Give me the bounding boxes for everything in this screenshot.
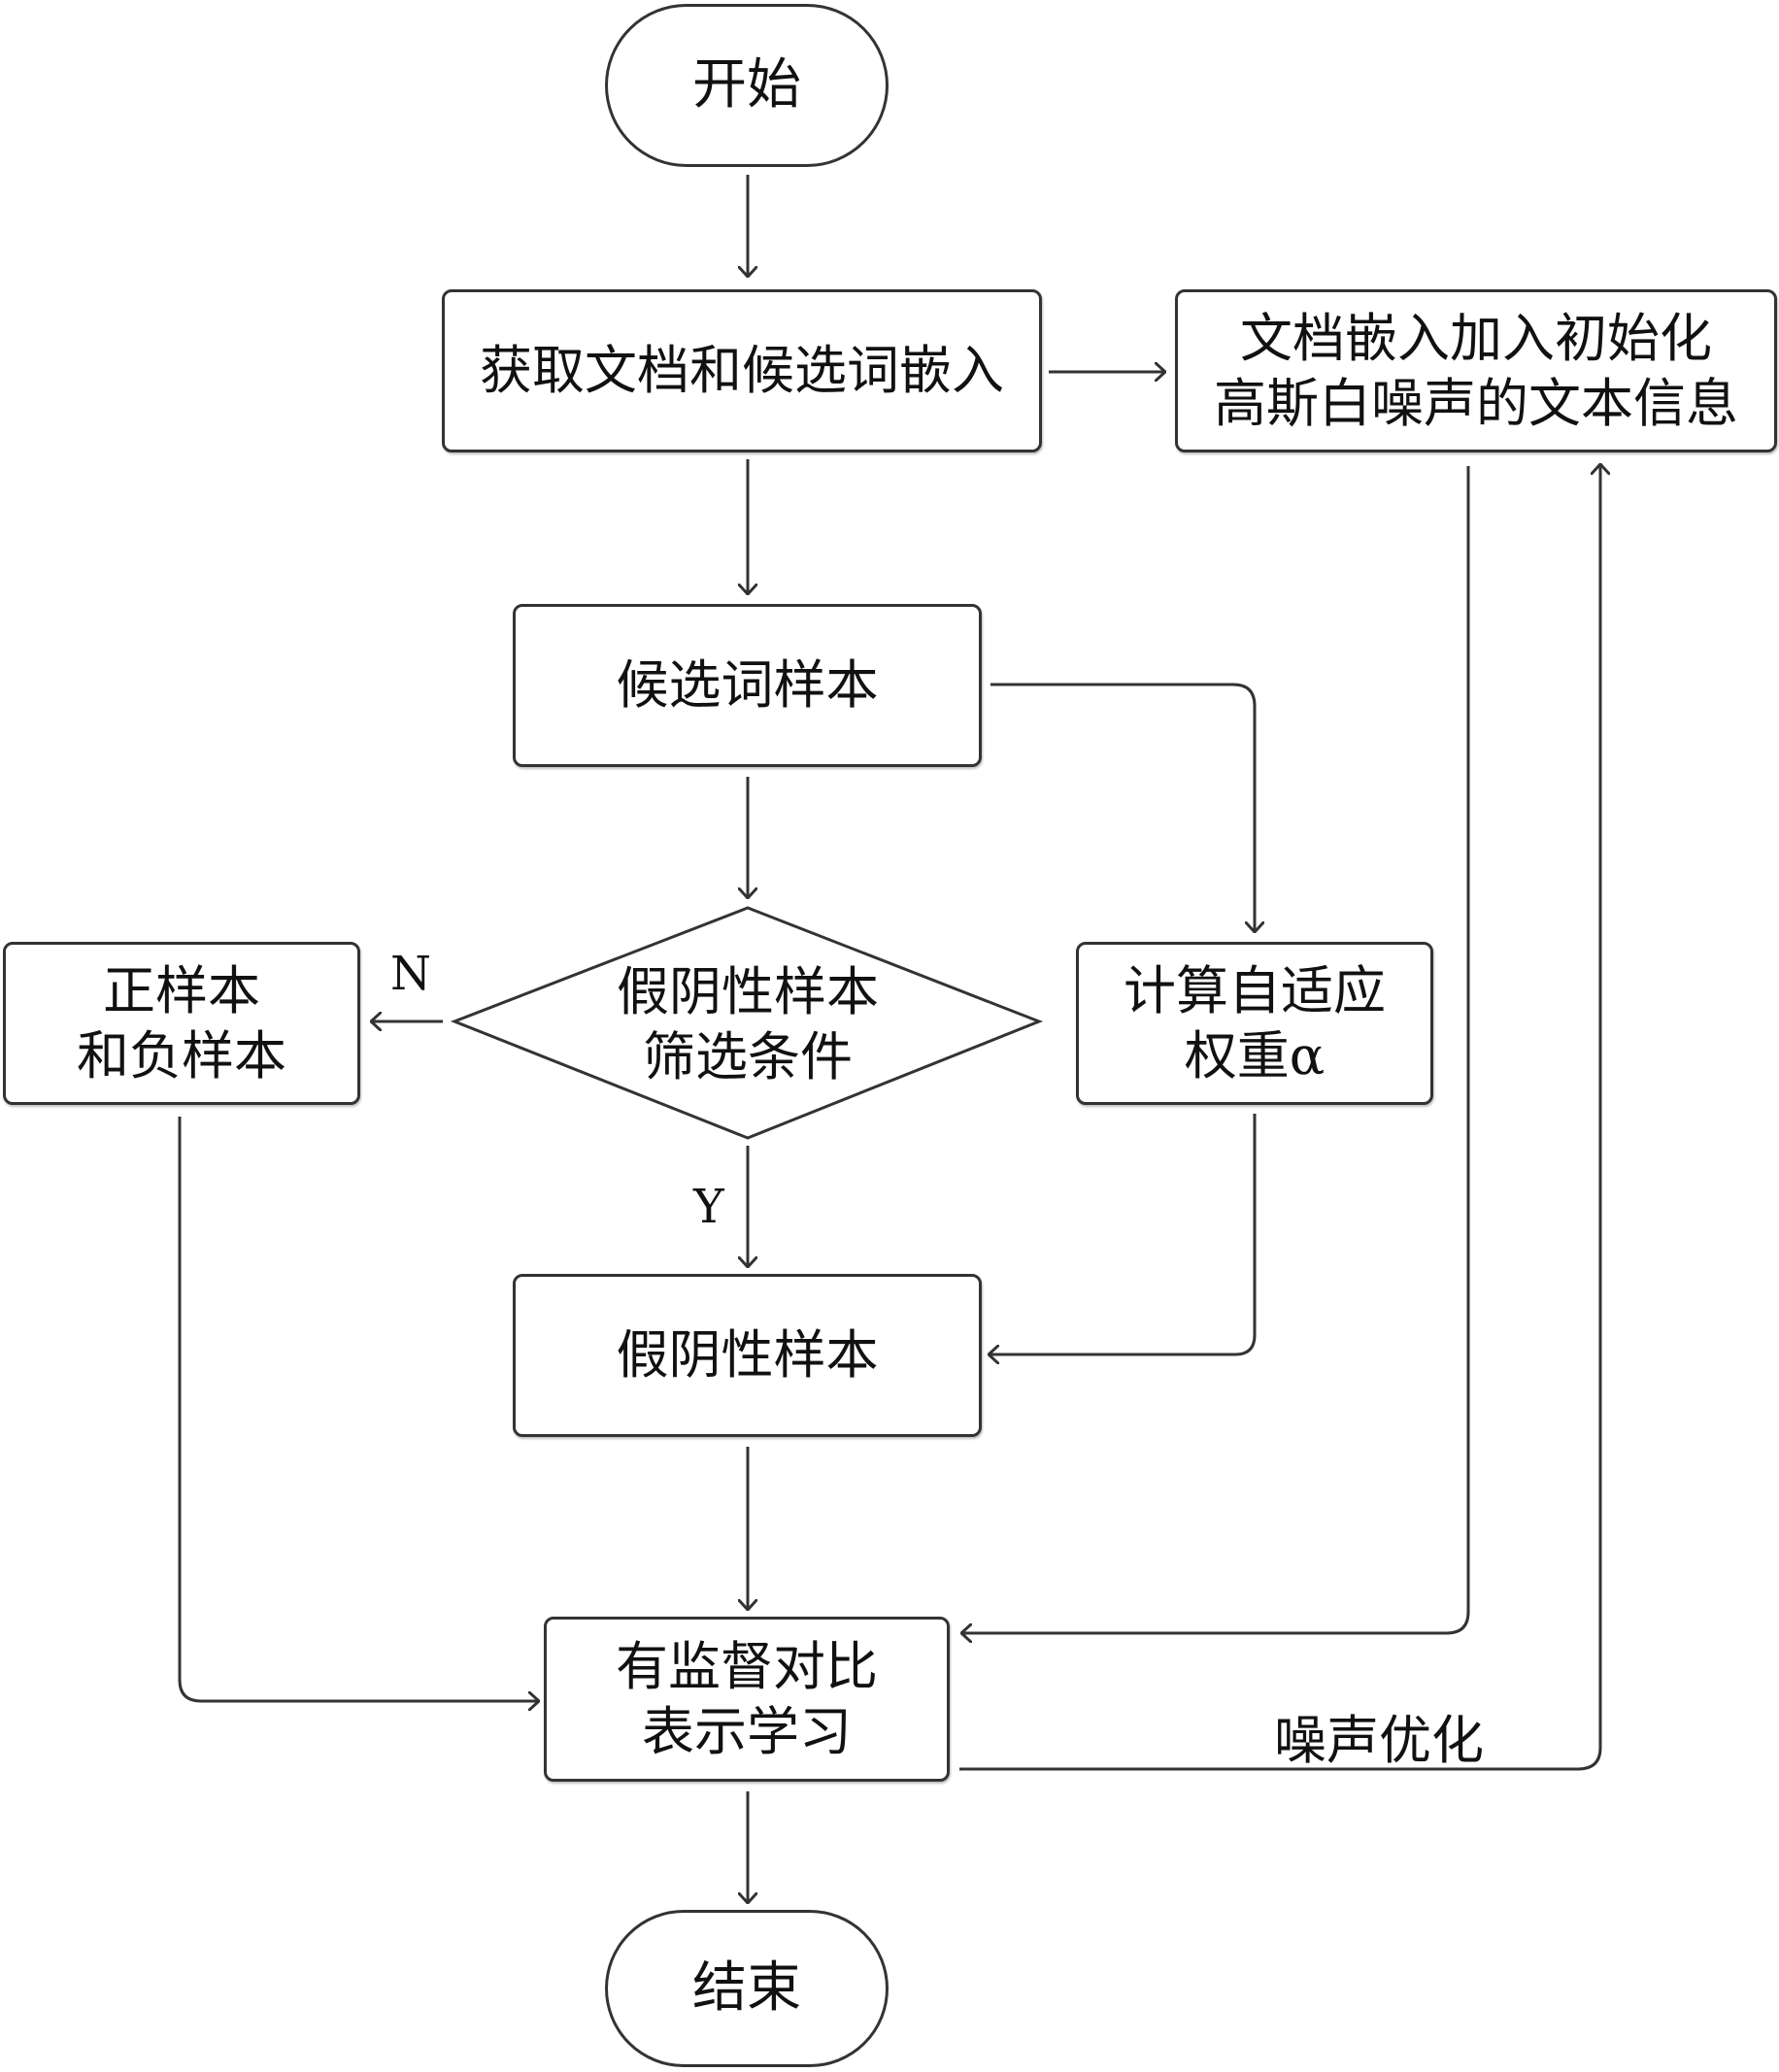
end-label: 结束 — [692, 1956, 801, 2020]
false-negative-box: 假阴性样本 — [513, 1274, 982, 1437]
candidates-box: 候选词样本 — [513, 604, 982, 767]
arrow-learning-noise-optimization — [959, 464, 1600, 1771]
noise-optimization-label: 噪声优化 — [1274, 1710, 1484, 1771]
start-label: 开始 — [692, 53, 801, 117]
false-negative-label: 假阴性样本 — [616, 1324, 879, 1387]
arrow-weight-to-false-neg — [989, 1114, 1257, 1354]
pos-neg-label: 正样本 和负样本 — [77, 959, 286, 1087]
doc-noise-label: 文档嵌入加入初始化 高斯白噪声的文本信息 — [1214, 307, 1738, 435]
contrastive-learning-label: 有监督对比 表示学习 — [616, 1635, 878, 1763]
decision-diamond — [450, 906, 1044, 1140]
arrow-candidates-to-weight — [990, 683, 1255, 932]
candidates-label: 候选词样本 — [616, 654, 879, 717]
arrow-doc-noise-to-learning — [961, 466, 1470, 1633]
adaptive-weight-label: 计算自适应 权重α — [1124, 959, 1386, 1087]
no-branch-label: N — [390, 947, 431, 1001]
condition-label: 假阴性样本 筛选条件 — [617, 960, 879, 1088]
end-terminal: 结束 — [605, 1910, 889, 2067]
get-embeddings-box: 获取文档和候选词嵌入 — [442, 289, 1042, 452]
start-terminal: 开始 — [605, 4, 889, 167]
pos-neg-box: 正样本 和负样本 — [3, 942, 360, 1105]
contrastive-learning-box: 有监督对比 表示学习 — [544, 1617, 950, 1782]
get-embeddings-label: 获取文档和候选词嵌入 — [480, 340, 1004, 402]
condition-decision: 假阴性样本 筛选条件 — [524, 952, 971, 1097]
arrow-pos-neg-to-learning — [178, 1117, 539, 1701]
yes-branch-label: Y — [693, 1180, 724, 1234]
adaptive-weight-box: 计算自适应 权重α — [1076, 942, 1433, 1105]
doc-noise-box: 文档嵌入加入初始化 高斯白噪声的文本信息 — [1175, 289, 1777, 452]
